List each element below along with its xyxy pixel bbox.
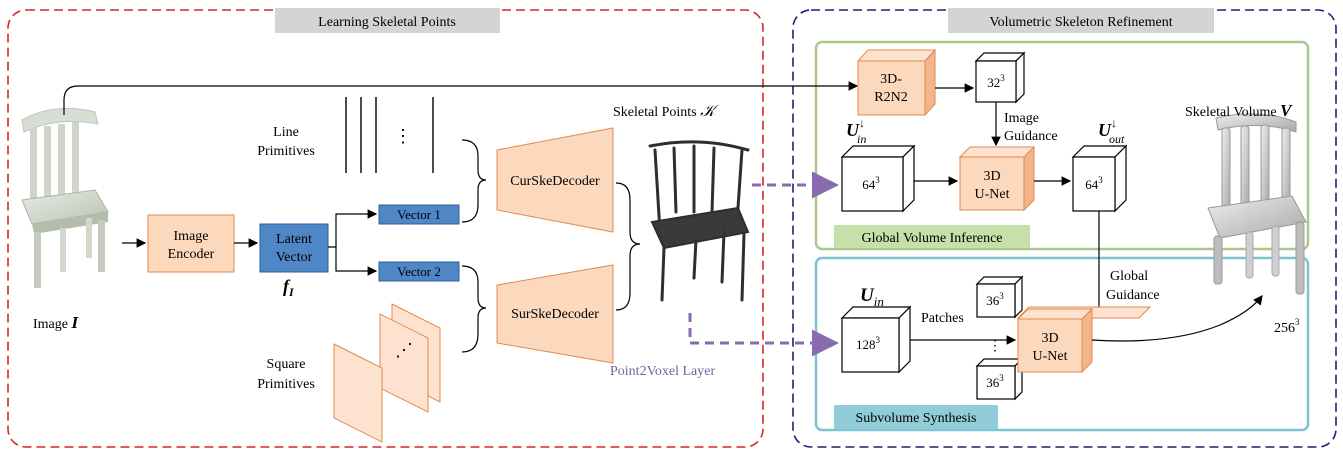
unet-to-volume-arrow	[1091, 295, 1263, 342]
square-primitives-icon	[333, 303, 441, 443]
unet-global-label-2: U-Net	[975, 187, 1010, 202]
r2n2-label-2: R2N2	[874, 90, 907, 105]
skeleton-brace	[615, 182, 641, 311]
sur-ske-decoder-shape	[496, 264, 614, 364]
point2voxel-label: Point2Voxel Layer	[610, 364, 715, 379]
r2n2-label-1: 3D-	[880, 72, 902, 87]
vector-2-box	[378, 261, 460, 282]
skeletal-points-label: Skeletal Points 𝒦	[613, 103, 720, 120]
input-chair-image	[21, 107, 109, 288]
latent-vector-label-1: Latent	[276, 232, 312, 247]
vector-2-label: Vector 2	[397, 264, 441, 279]
unet-global-label-1: 3D	[983, 169, 1000, 184]
right-section-title: Volumetric Skeleton Refinement	[989, 15, 1172, 30]
latent-symbol: fI	[283, 276, 295, 299]
line-primitives-icon	[345, 97, 434, 173]
u-in-symbol: Uin	[860, 285, 884, 309]
sur-decoder-brace	[461, 265, 487, 353]
output-resolution-label: 2563	[1274, 317, 1300, 336]
unet-sub-label-1: 3D	[1041, 331, 1058, 346]
vector-1-box	[378, 204, 460, 225]
left-section-title: Learning Skeletal Points	[318, 15, 456, 30]
image-label: Image I	[33, 313, 79, 332]
latent-vector-box	[259, 223, 329, 273]
image-guidance-label-2: Guidance	[1004, 129, 1058, 144]
skeletal-points-chair	[648, 140, 750, 302]
cube-64-input	[840, 144, 916, 213]
cube-36-bottom-label: 363	[986, 373, 1004, 390]
latent-vector-label-2: Vector	[276, 250, 313, 265]
cube-32-label: 323	[987, 73, 1005, 90]
square-primitives-label-2: Primitives	[257, 377, 315, 392]
cube-128	[840, 305, 912, 374]
patch-vdots: ⋮	[988, 339, 1002, 354]
unet-global-cube	[958, 145, 1036, 212]
r2n2-cube	[856, 48, 937, 117]
cur-ske-decoder-shape	[496, 127, 614, 233]
global-section-title: Global Volume Inference	[862, 231, 1003, 246]
cube-128-label: 1283	[856, 335, 881, 352]
right-title-bg	[948, 8, 1214, 33]
image-guidance-label-1: Image	[1004, 111, 1039, 126]
line-primitives-label-2: Primitives	[257, 144, 315, 159]
cube-36-top	[975, 275, 1024, 319]
square-primitives-dots: ⋰	[395, 340, 413, 360]
unet-sub-label-2: U-Net	[1033, 349, 1068, 364]
cube-36-top-label: 363	[986, 291, 1004, 308]
global-title-bg	[834, 225, 1030, 248]
line-primitives-dots: ⋮	[394, 126, 412, 146]
global-guidance-label-1: Global	[1110, 269, 1148, 284]
square-primitives-label-1: Square	[267, 357, 306, 372]
image-encoder-label-1: Image	[174, 229, 209, 244]
vector-1-label: Vector 1	[397, 207, 441, 222]
cube-64-output	[1071, 144, 1128, 213]
skeletal-volume-label: Skeletal Volume V	[1185, 101, 1293, 120]
cur-decoder-brace	[461, 139, 487, 223]
cube-32	[974, 51, 1026, 104]
point2voxel-arrow-bottom	[688, 313, 839, 357]
unet-sub-cube-graphic	[1016, 307, 1094, 374]
u-out-down-symbol: U↓out	[1098, 116, 1125, 146]
sub-section-title: Subvolume Synthesis	[856, 411, 977, 426]
u-in-down-symbol: U↓in	[846, 116, 866, 146]
sub-title-bg	[834, 405, 998, 429]
sur-ske-decoder-label: SurSkeDecoder	[511, 307, 599, 322]
line-primitives-label-1: Line	[273, 125, 299, 140]
cur-ske-decoder-label: CurSkeDecoder	[510, 174, 600, 189]
cube-64-output-label: 643	[1085, 175, 1103, 192]
image-encoder-box	[147, 214, 235, 273]
image-to-r2n2-arrow	[63, 81, 859, 115]
patches-label: Patches	[921, 311, 964, 326]
skeletal-volume-chair	[1207, 113, 1307, 295]
image-encoder-label-2: Encoder	[168, 247, 215, 262]
latent-to-vector1-arrow	[328, 209, 378, 248]
latent-to-vector2-arrow	[335, 247, 378, 276]
cube-64-input-label: 643	[862, 175, 880, 192]
global-guidance-label-2: Guidance	[1106, 288, 1160, 303]
left-title-bg	[275, 8, 500, 33]
global-inference-box	[814, 40, 1310, 251]
